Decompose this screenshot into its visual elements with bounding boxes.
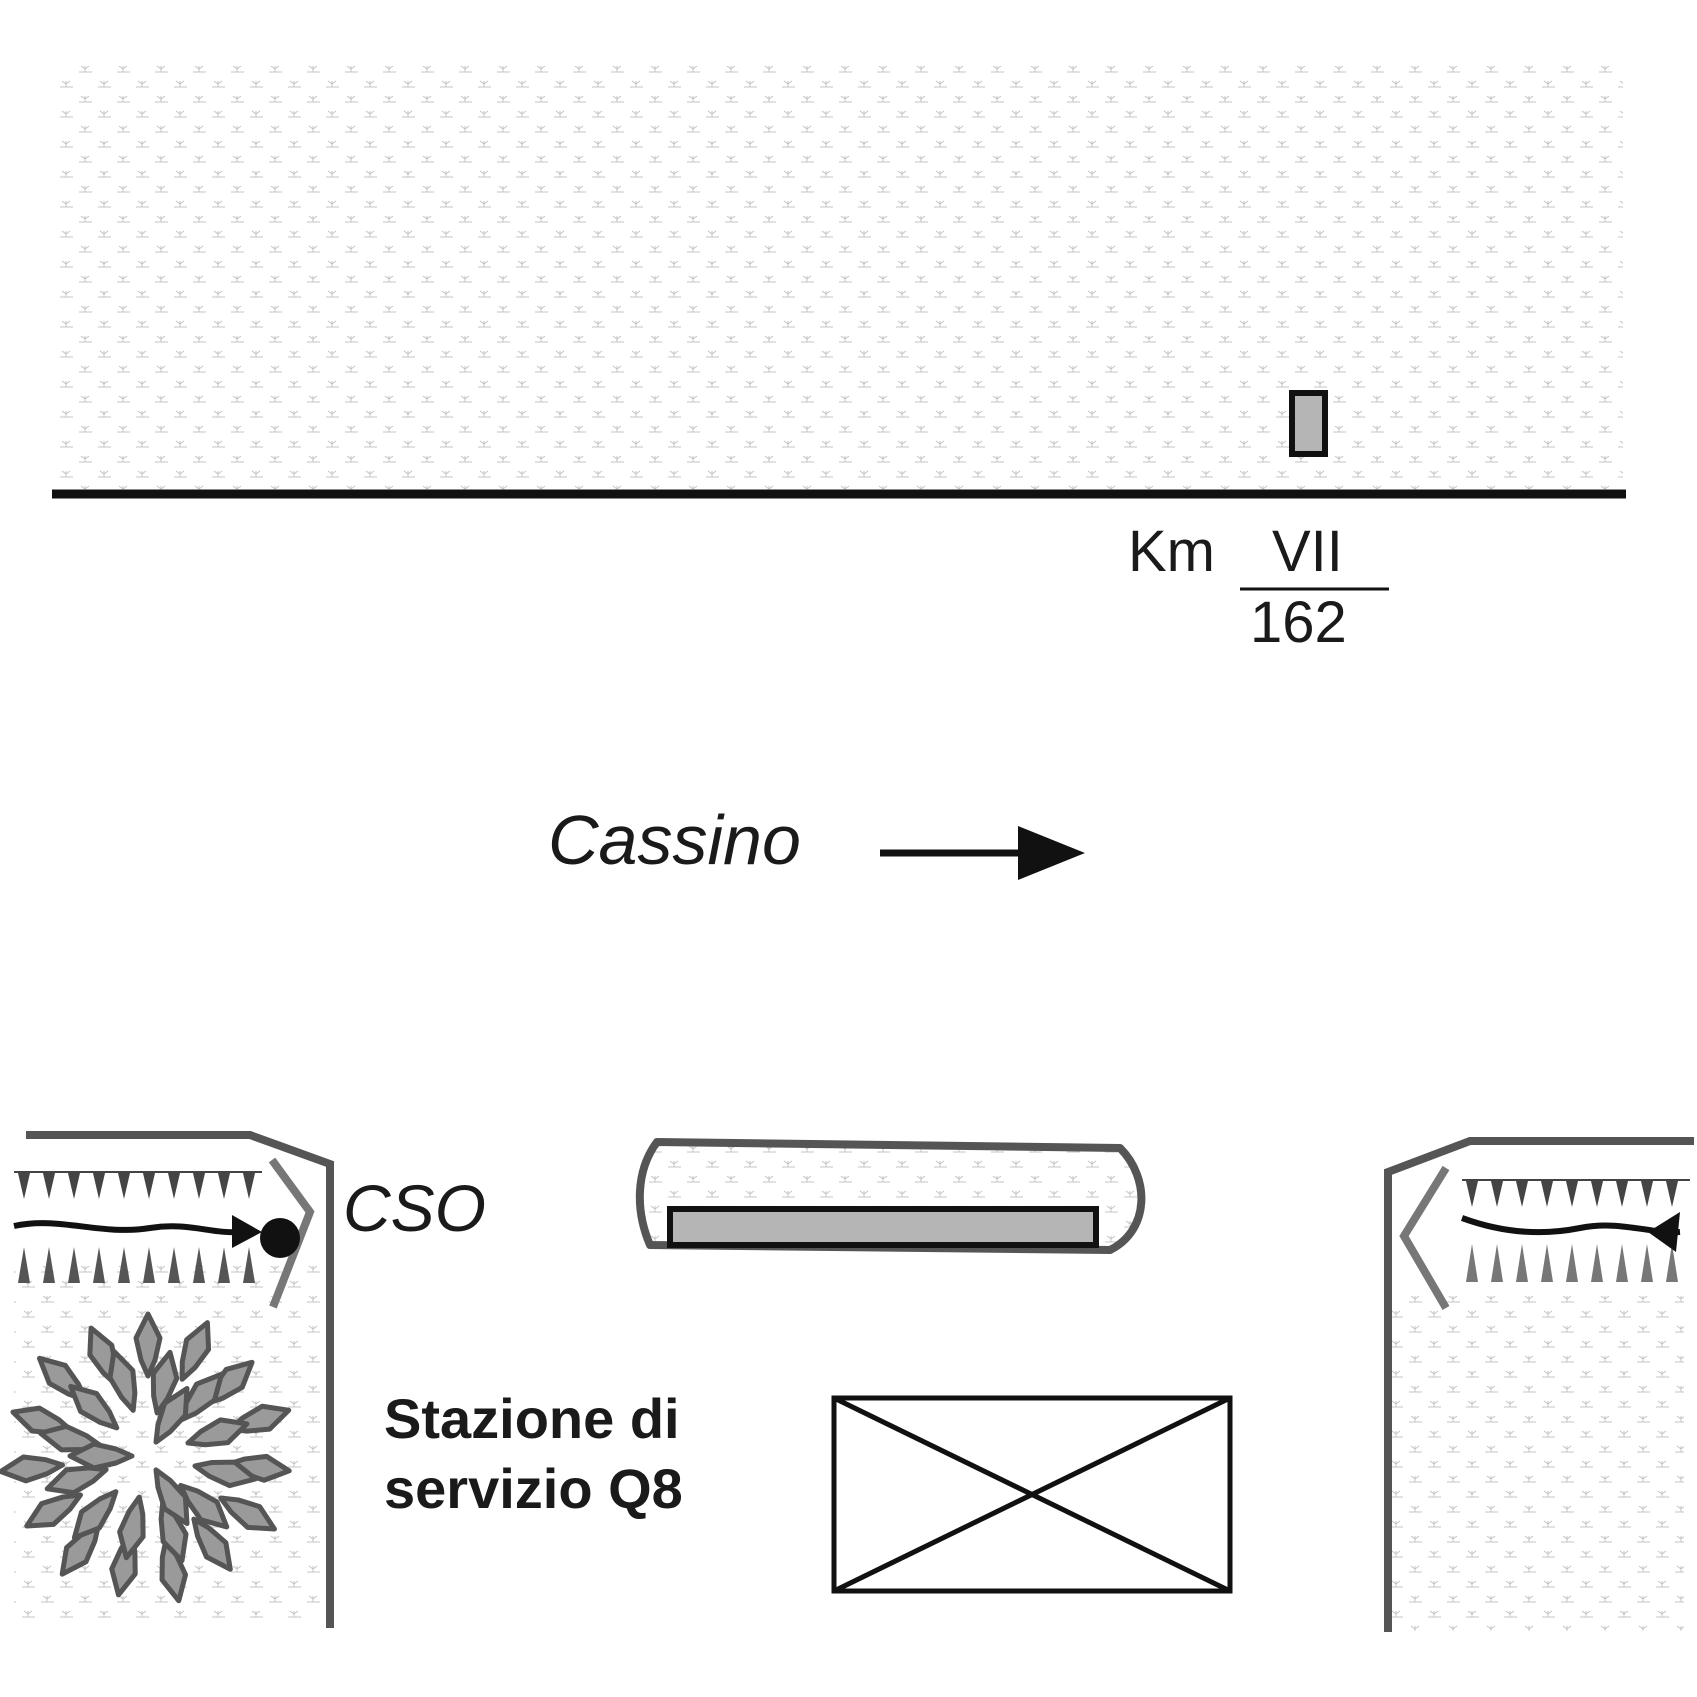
- service-station-label: Stazione di servizio Q8: [384, 1384, 683, 1524]
- lane-spikes-left-top: [14, 1171, 262, 1199]
- lane-spikes-right-bottom: [1466, 1244, 1678, 1282]
- milestone-marker: [1289, 390, 1328, 457]
- grass-verge-north: [58, 62, 1623, 492]
- milestone-km-prefix: Km: [1128, 519, 1215, 584]
- island-barrier: [667, 1206, 1099, 1248]
- cso-label: CSO: [343, 1171, 487, 1245]
- flow-arrow-right-lane: [1460, 1212, 1681, 1252]
- service-station-label-line2: servizio Q8: [384, 1457, 683, 1520]
- lane-spikes-right-top: [1462, 1179, 1690, 1207]
- exit-ramp-right: [1384, 1137, 1694, 1632]
- lane-spikes-left-bottom: [18, 1247, 255, 1283]
- flow-arrow-left: [13, 1215, 262, 1248]
- cso-marker-dot: [260, 1218, 300, 1258]
- arrow-right-icon: [880, 826, 1085, 880]
- milestone-kilometer: 162: [1250, 590, 1347, 655]
- service-station-building: [831, 1395, 1233, 1594]
- service-station-label-line1: Stazione di: [384, 1387, 680, 1450]
- milestone-road-numeral: VII: [1272, 519, 1343, 584]
- direction-label: Cassino: [548, 801, 801, 879]
- traffic-island: [635, 1138, 1146, 1254]
